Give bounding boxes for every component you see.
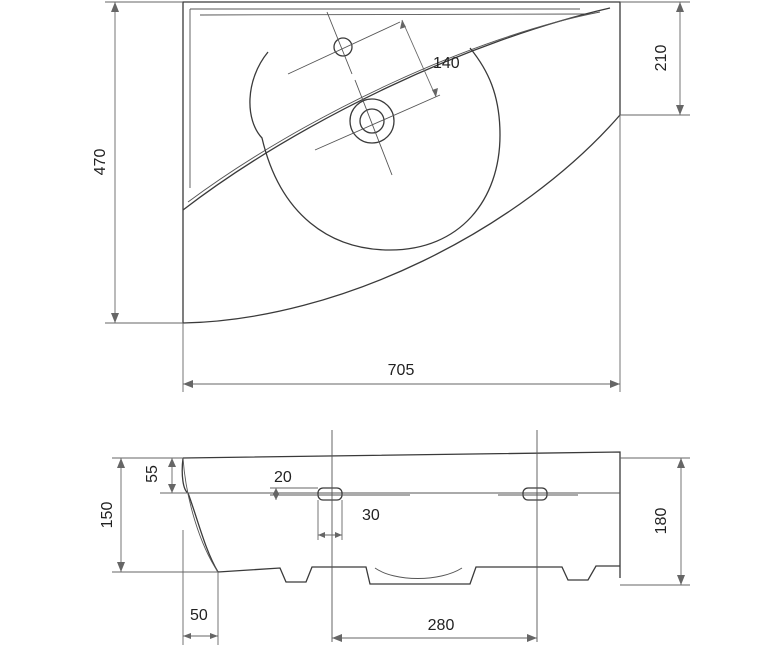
dim-470-arrow-bottom [111,313,119,323]
dim-30-arrow-right [335,532,342,538]
rim-inner-top2 [199,13,591,16]
dim-55-arrow-bottom [168,484,176,493]
drain-outer [349,98,395,144]
deck-edge-curve [182,7,611,211]
dim-280-label: 280 [428,617,455,634]
dim-50-label: 50 [190,607,208,624]
dim-470-arrow-top [111,2,119,12]
drain-inner [359,108,385,134]
dim-180-arrow-bottom [677,575,685,585]
drain-bowl-profile [374,567,463,579]
tap-hole [333,37,353,57]
dim-280-arrow-right [527,634,537,642]
front-view: 55 20 30 150 180 50 [99,430,690,645]
dim-30-arrow-left [318,532,325,538]
top-view: 140 470 705 210 [92,1,690,392]
dim-280-arrow-left [332,634,342,642]
dim-140-arrow-bottom [432,88,438,97]
dim-150-label: 150 [99,502,116,529]
dim-55-arrow-top [168,458,176,467]
dim-210-arrow-bottom [676,105,684,115]
dim-140-arrow-top [400,20,406,29]
drain-centerline-h [314,94,441,151]
dim-30-label: 30 [362,507,380,524]
front-left-curve [181,457,219,573]
slot-right [522,487,548,501]
dim-180-arrow-top [677,458,685,468]
dim-705-label: 705 [388,362,415,379]
dim-140-line [401,19,437,98]
slot-left [317,487,343,501]
dim-20-arrow-bottom [273,494,279,500]
deck-edge-curve-inner [187,11,601,203]
dim-140-label: 140 [433,55,460,72]
dim-180-label: 180 [653,508,670,535]
tap-centerline-v [326,11,353,75]
drain-centerline-v [354,79,393,176]
bowl-outline [249,47,501,251]
dim-50-arrow-right [210,633,218,639]
dim-210-label: 210 [653,45,670,72]
dim-55-label: 55 [144,465,161,483]
front-left-curve-outer [182,457,219,573]
dim-705-arrow-right [610,380,620,388]
basin-outline-front [182,451,621,578]
dim-705-arrow-left [183,380,193,388]
bottom-profile [217,565,620,585]
dim-470-label: 470 [92,149,109,176]
dim-50-arrow-left [183,633,191,639]
dim-20-arrow-top [273,488,279,494]
dim-20-label: 20 [274,469,292,486]
basin-outline-top [182,1,621,324]
dim-150-arrow-bottom [117,562,125,572]
dim-150-arrow-top [117,458,125,468]
tap-centerline-h [287,21,401,75]
dim-210-arrow-top [676,2,684,12]
